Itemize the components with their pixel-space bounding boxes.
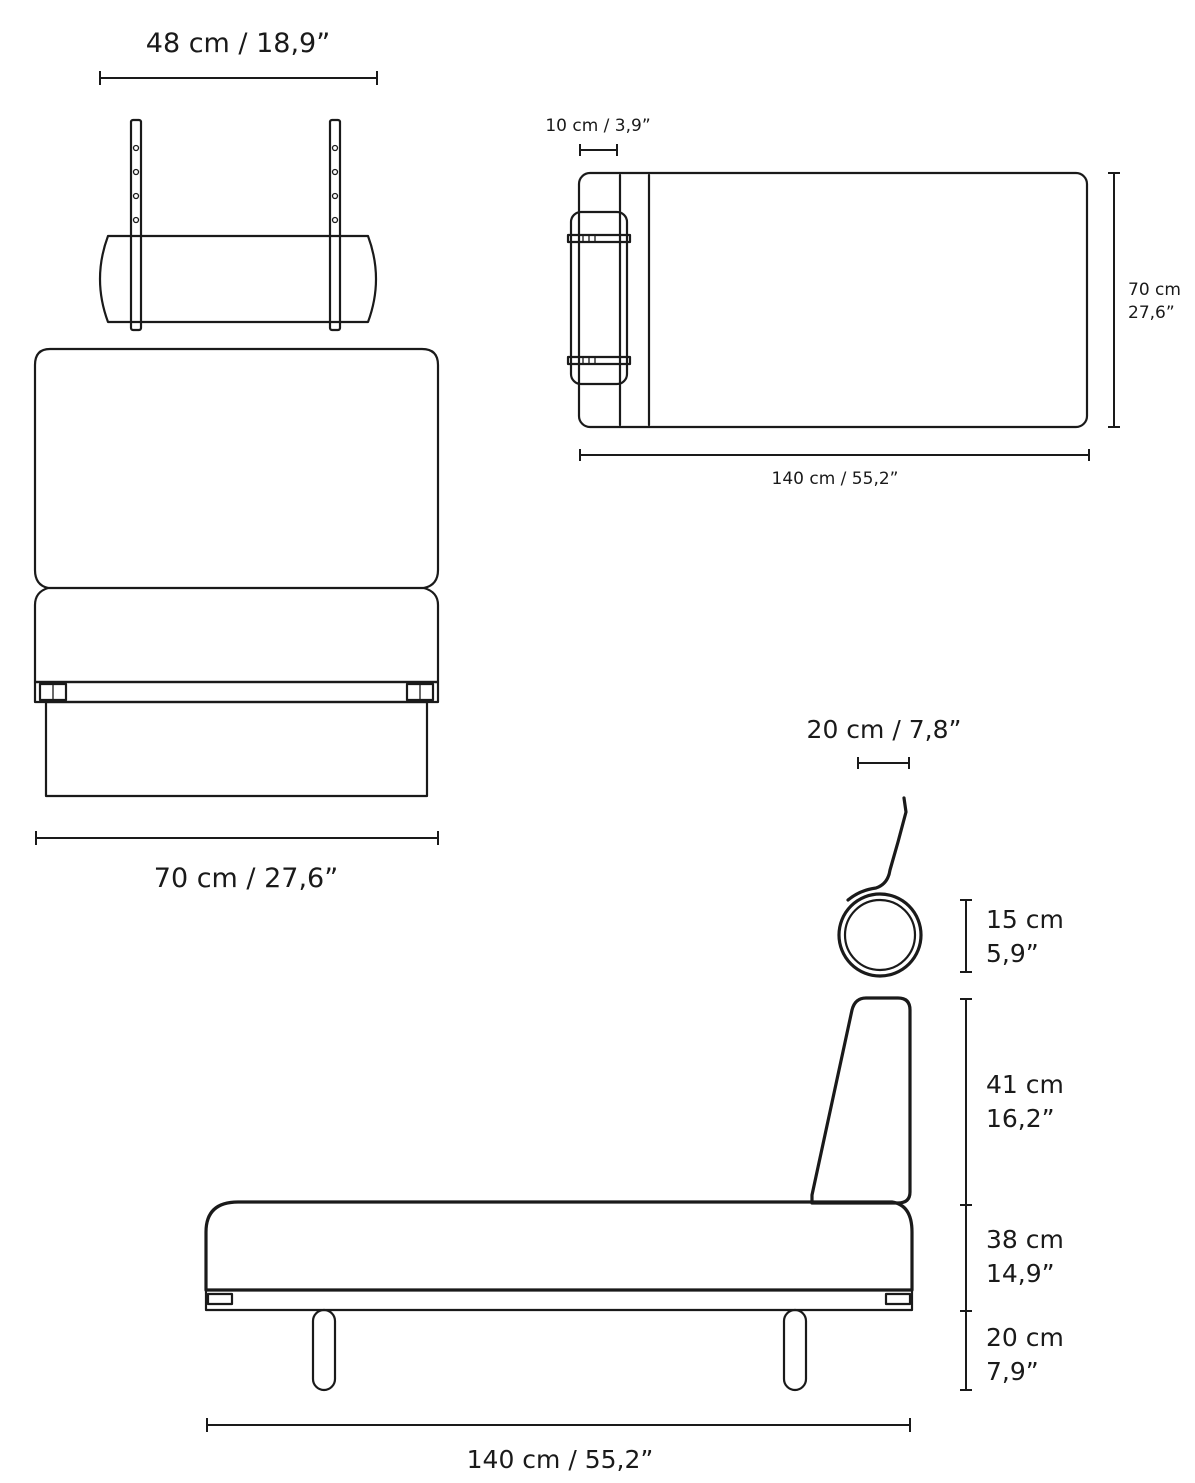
front-headrest-width-label: 48 cm / 18,9” [146,28,330,59]
top-headrest-roll [569,210,629,386]
side-length-label: 140 cm / 55,2” [467,1445,654,1474]
seat-height-in-label: 14,9” [986,1259,1055,1288]
side-frame-joint-left [206,1292,234,1306]
side-length-line [206,1418,911,1432]
side-headrest-roll-outer [837,892,923,978]
top-view: 10 cm / 3,9” 70 cm [545,116,1181,489]
side-back-cushion [810,996,912,1205]
top-headrest-depth-line [579,144,618,156]
back-height-in-label: 16,2” [986,1104,1055,1133]
front-width-label: 70 cm / 27,6” [154,863,338,894]
side-view: 20 cm / 7,8” 15 cm 5,9” [204,715,1064,1474]
top-length-label: 140 cm / 55,2” [772,469,899,489]
top-depth-in-label: 27,6” [1128,303,1175,323]
front-headrest-cushion [98,234,378,324]
front-width-line [35,831,439,845]
top-mattress-outline [577,171,1089,429]
side-leg-right [782,1308,808,1392]
top-headrest-depth-label: 10 cm / 3,9” [545,116,650,136]
front-back-cushion [33,347,440,590]
side-headrest-width-label: 20 cm / 7,8” [807,715,962,744]
front-headrest-strap-right [328,118,342,332]
side-headrest-width-line [857,757,910,769]
top-depth-cm-label: 70 cm [1128,280,1181,300]
leg-height-cm-label: 20 cm [986,1323,1064,1352]
leg-height-in-label: 7,9” [986,1357,1039,1386]
side-headrest-height-line [960,899,972,973]
front-seat-cushion [33,586,440,684]
front-view: 48 cm / 18,9” [33,28,440,894]
headrest-height-in-label: 5,9” [986,939,1039,968]
front-frame-joints [38,682,435,702]
side-leg-left [311,1308,337,1392]
side-frame-band [204,1288,914,1312]
side-frame-joint-right [884,1292,912,1306]
front-frame-band [33,680,440,704]
top-headrest-strap-upper [566,233,632,244]
top-length-line [579,449,1090,461]
top-depth-line [1108,172,1120,428]
back-height-cm-label: 41 cm [986,1070,1064,1099]
front-headrest-width-line [99,71,378,85]
front-headrest-strap-left [129,118,143,332]
side-back-height-line [960,998,972,1391]
top-headrest-strap-lower [566,355,632,366]
headrest-height-cm-label: 15 cm [986,905,1064,934]
seat-height-cm-label: 38 cm [986,1225,1064,1254]
front-base [44,700,429,798]
side-headrest-strap [846,796,908,902]
side-headrest-roll-inner [843,898,917,972]
side-seat-cushion [204,1200,914,1292]
